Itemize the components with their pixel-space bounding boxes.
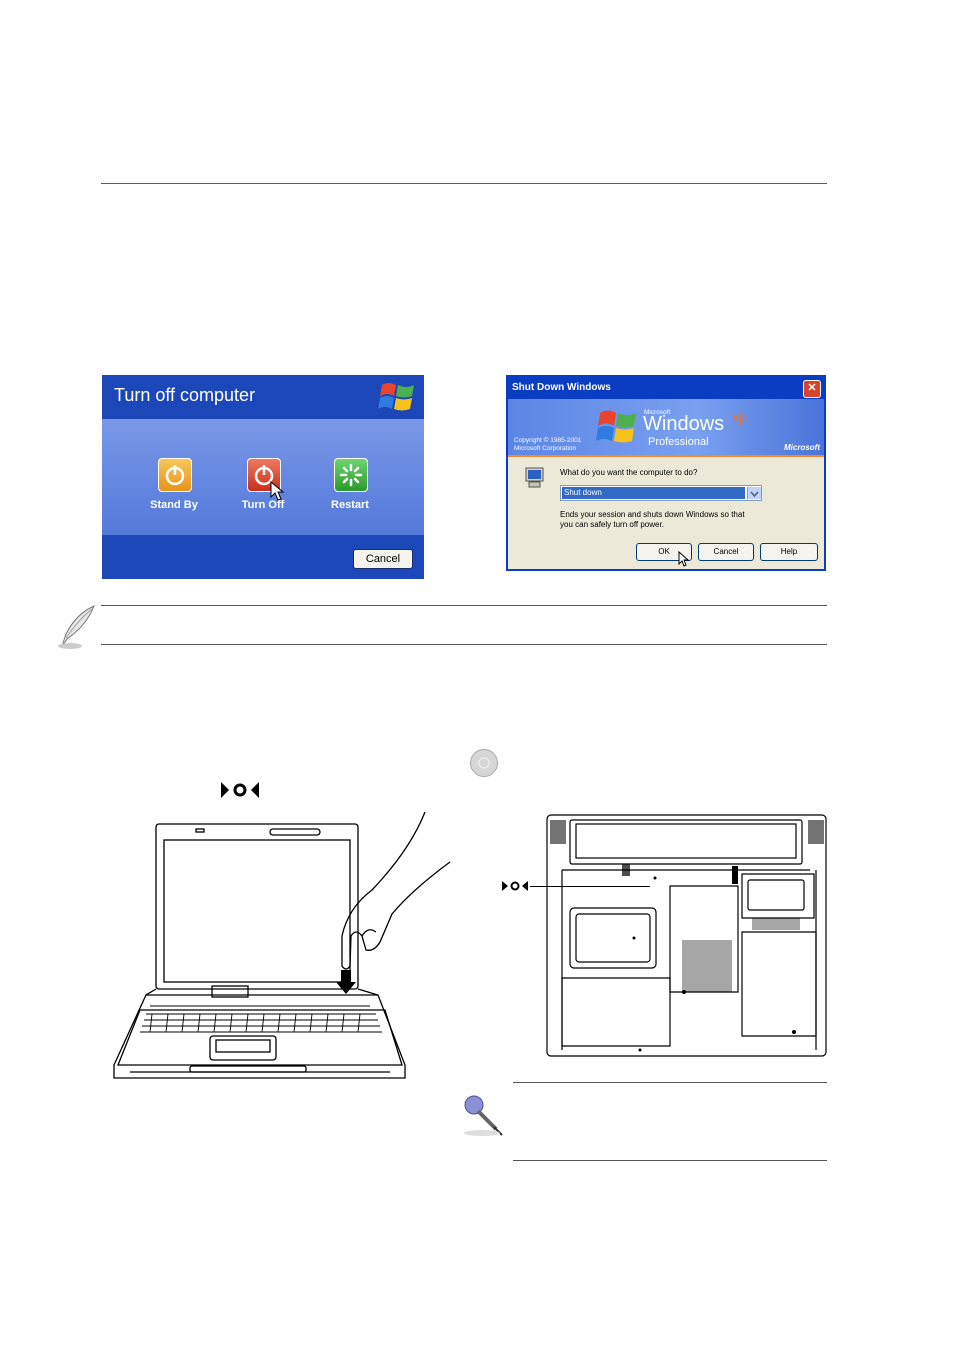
callout-line <box>530 886 650 887</box>
close-button[interactable]: ✕ <box>803 380 821 398</box>
reset-symbol-icon <box>221 782 259 798</box>
tip-top-rule <box>513 1082 827 1083</box>
laptop-reset-illustration <box>113 811 451 1079</box>
note-quill-icon <box>58 605 95 649</box>
dialog-title: Shut Down Windows <box>512 382 611 393</box>
dialog-title: Turn off computer <box>114 385 256 405</box>
shut-down-windows-dialog: Shut Down Windows ✕ Microsoft Windows xp… <box>506 375 826 571</box>
ok-button[interactable]: OK <box>636 543 692 561</box>
standby-label: Stand By <box>150 499 198 511</box>
turn-off-computer-dialog: Turn off computer Stand By Turn Off <box>102 375 424 579</box>
computer-icon <box>525 467 544 488</box>
title-bar: Shut Down Windows ✕ <box>508 377 824 399</box>
windows-wordmark: Windows <box>643 413 725 435</box>
description-line-1: Ends your session and shuts down Windows… <box>560 510 745 519</box>
reset-symbol-icon <box>502 881 528 891</box>
restart-icon <box>339 463 363 487</box>
xp-wordmark: xp <box>732 409 747 425</box>
power-button-icon <box>470 749 498 777</box>
header-rule <box>101 183 827 184</box>
standby-button[interactable] <box>158 458 192 492</box>
action-select[interactable]: Shut down <box>560 485 762 501</box>
chevron-down-icon[interactable] <box>747 487 761 499</box>
laptop-bottom-view-illustration <box>546 814 827 1057</box>
restart-button[interactable] <box>334 458 368 492</box>
power-icon <box>165 465 185 486</box>
note-bottom-rule <box>101 644 827 645</box>
mouse-cursor-icon <box>678 551 690 567</box>
tip-bottom-rule <box>513 1160 827 1161</box>
power-icon <box>254 465 274 486</box>
prompt-label: What do you want the computer to do? <box>560 468 698 477</box>
screwdriver-icon <box>464 1095 503 1136</box>
restart-label: Restart <box>331 499 369 511</box>
windows-xp-banner: Microsoft Windows xp Professional Copyri… <box>508 399 824 457</box>
cancel-button[interactable]: Cancel <box>353 549 413 569</box>
edition-label: Professional <box>648 436 709 448</box>
microsoft-logo: Microsoft <box>784 443 820 452</box>
mouse-cursor-icon <box>270 481 285 501</box>
turn-off-label: Turn Off <box>241 499 285 511</box>
cancel-button[interactable]: Cancel <box>698 543 754 561</box>
windows-logo-icon <box>596 410 636 443</box>
help-button[interactable]: Help <box>760 543 818 561</box>
windows-logo-icon <box>378 383 414 411</box>
description-line-2: you can safely turn off power. <box>560 520 664 529</box>
selected-option: Shut down <box>562 487 745 499</box>
note-top-rule <box>101 605 827 606</box>
